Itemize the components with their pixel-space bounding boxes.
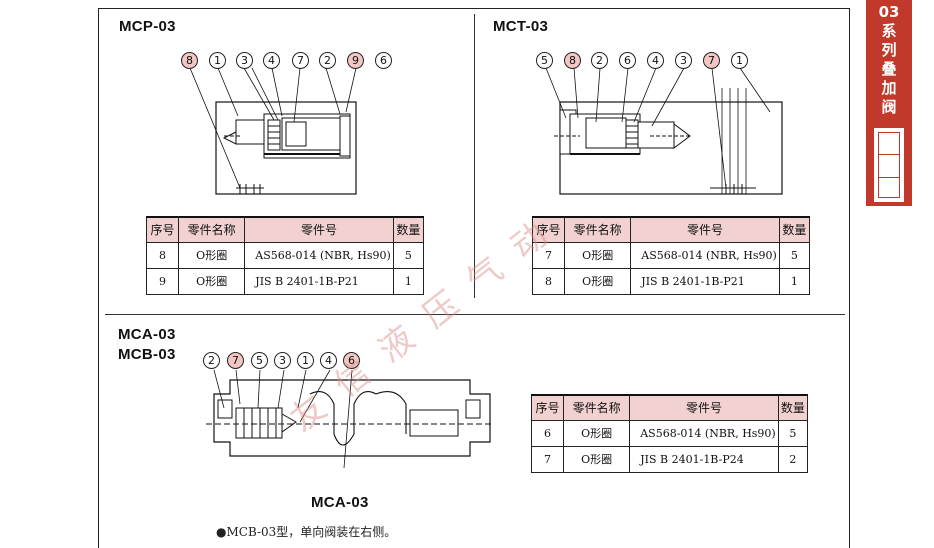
cell-part: JIS B 2401-1B-P21 [630, 267, 780, 295]
cell-part: AS568-014 (NBR, Hs90) [244, 241, 394, 269]
cell-qty: 2 [777, 445, 809, 473]
frame-left-border [98, 8, 99, 548]
mct-callout-8: 8 [564, 52, 581, 69]
col-header-qty: 数量 [778, 216, 811, 243]
col-header-no: 序号 [145, 216, 180, 243]
cell-part: AS568-014 (NBR, Hs90) [629, 419, 779, 447]
mca-parts-table: 序号 零件名称 零件号 数量 6 O形圈 AS568-014 (NBR, Hs9… [530, 394, 809, 473]
mcp-parts-table: 序号 零件名称 零件号 数量 8 O形圈 AS568-014 (NBR, Hs9… [145, 216, 425, 295]
mct-callout-6: 6 [619, 52, 636, 69]
cell-name: O形圈 [564, 241, 632, 269]
section-divider-vertical [474, 14, 475, 298]
cell-name: O形圈 [563, 419, 631, 447]
cell-part: JIS B 2401-1B-P24 [629, 445, 779, 473]
mct-parts-table: 序号 零件名称 零件号 数量 7 O形圈 AS568-014 (NBR, Hs9… [531, 216, 811, 295]
mct-title: MCT-03 [493, 18, 549, 35]
cell-part: JIS B 2401-1B-P21 [244, 267, 394, 295]
cell-no: 7 [530, 445, 565, 473]
tab-icon-box [874, 128, 904, 202]
mcp-callout-9: 9 [347, 52, 364, 69]
mcp-callout-4: 4 [263, 52, 280, 69]
cell-name: O形圈 [178, 267, 246, 295]
mca-callout-5: 5 [251, 352, 268, 369]
mct-callout-1: 1 [731, 52, 748, 69]
mct-callout-7: 7 [703, 52, 720, 69]
frame-right-border [849, 8, 850, 548]
mcp-callout-7: 7 [292, 52, 309, 69]
mcp-callout-2: 2 [319, 52, 336, 69]
table-row: 8 O形圈 JIS B 2401-1B-P21 1 [531, 267, 811, 295]
col-header-part: 零件号 [244, 216, 394, 243]
mcp-callout-1: 1 [209, 52, 226, 69]
mcp-callout-6: 6 [375, 52, 392, 69]
cell-name: O形圈 [178, 241, 246, 269]
cell-qty: 1 [392, 267, 425, 295]
mcp-title: MCP-03 [119, 18, 176, 35]
col-header-qty: 数量 [392, 216, 425, 243]
table-row: 6 O形圈 AS568-014 (NBR, Hs90) 5 [530, 419, 809, 447]
mct-callout-5: 5 [536, 52, 553, 69]
cell-qty: 5 [778, 241, 811, 269]
col-header-qty: 数量 [777, 394, 809, 421]
mcb-note: ●MCB-03型，单向阀装在右侧。 [216, 525, 397, 539]
col-header-no: 序号 [530, 394, 565, 421]
mct-callout-2: 2 [591, 52, 608, 69]
cell-qty: 1 [778, 267, 811, 295]
tab-char-2: 列 [881, 41, 897, 59]
section-divider-horizontal [105, 314, 845, 315]
mca-callout-4: 4 [320, 352, 337, 369]
col-header-name: 零件名称 [178, 216, 246, 243]
mca-callout-7: 7 [227, 352, 244, 369]
table-row: 7 O形圈 AS568-014 (NBR, Hs90) 5 [531, 241, 811, 269]
mca-callout-3: 3 [274, 352, 291, 369]
mca-diagram [206, 369, 494, 469]
mca-callout-1: 1 [297, 352, 314, 369]
col-header-name: 零件名称 [564, 216, 632, 243]
col-header-no: 序号 [531, 216, 566, 243]
table-row: 7 O形圈 JIS B 2401-1B-P24 2 [530, 445, 809, 473]
cell-no: 9 [145, 267, 180, 295]
mca-callout-2: 2 [203, 352, 220, 369]
mcp-diagram [189, 67, 357, 195]
cell-no: 7 [531, 241, 566, 269]
frame-top-border [98, 8, 850, 9]
cell-qty: 5 [392, 241, 425, 269]
tab-char-4: 加 [881, 79, 897, 97]
cell-name: O形圈 [563, 445, 631, 473]
tab-char-1: 系 [881, 22, 897, 40]
cell-part: AS568-014 (NBR, Hs90) [630, 241, 780, 269]
table-row: 8 O形圈 AS568-014 (NBR, Hs90) 5 [145, 241, 425, 269]
col-header-part: 零件号 [629, 394, 779, 421]
mca-caption: MCA-03 [311, 494, 369, 511]
col-header-name: 零件名称 [563, 394, 631, 421]
mcb-title: MCB-03 [118, 346, 176, 363]
tab-char-5: 阀 [881, 98, 897, 116]
mcp-callout-8: 8 [181, 52, 198, 69]
col-header-part: 零件号 [630, 216, 780, 243]
cell-name: O形圈 [564, 267, 632, 295]
cell-no: 6 [530, 419, 565, 447]
cell-no: 8 [145, 241, 180, 269]
tab-char-3: 叠 [881, 60, 897, 78]
table-row: 9 O形圈 JIS B 2401-1B-P21 1 [145, 267, 425, 295]
mct-diagram [545, 67, 783, 195]
mcp-callout-3: 3 [236, 52, 253, 69]
cell-qty: 5 [777, 419, 809, 447]
mct-callout-3: 3 [675, 52, 692, 69]
mct-callout-4: 4 [647, 52, 664, 69]
mca-callout-6: 6 [343, 352, 360, 369]
mca-title: MCA-03 [118, 326, 176, 343]
cell-no: 8 [531, 267, 566, 295]
tab-char-0: 03 [878, 3, 900, 21]
